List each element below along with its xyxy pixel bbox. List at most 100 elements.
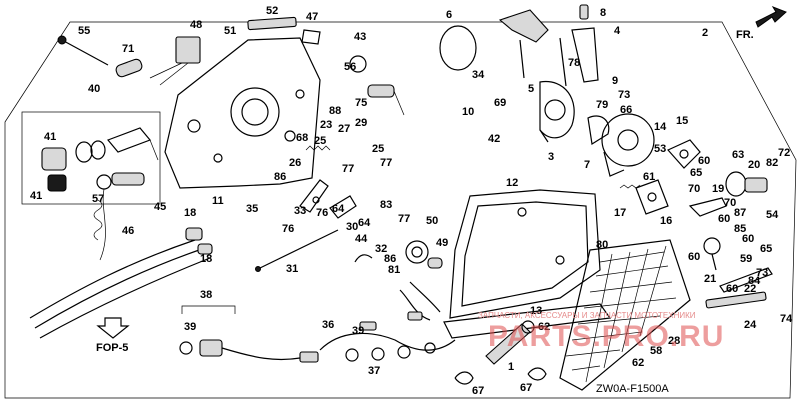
callout-72: 72 xyxy=(778,147,790,159)
watermark-tagline: ЗАПЧАСТИ, АКСЕССУАРЫ И ЗАПЧАСТИ МОТОТЕХН… xyxy=(478,311,696,320)
callout-9: 9 xyxy=(612,75,618,87)
control-cable-set xyxy=(29,227,213,339)
link-16 xyxy=(635,179,669,215)
callout-83: 83 xyxy=(380,199,392,211)
callout-52: 52 xyxy=(266,5,278,17)
control-box-housing-51 xyxy=(164,37,321,189)
callout-1: 1 xyxy=(508,361,514,373)
ring-63 xyxy=(725,171,747,197)
callout-33: 33 xyxy=(294,205,306,217)
callout-18b: 18 xyxy=(200,253,212,265)
base-13 xyxy=(443,303,612,339)
callout-77a: 77 xyxy=(380,157,392,169)
callout-38: 38 xyxy=(200,289,212,301)
callout-17: 17 xyxy=(614,207,626,219)
callout-labels: 1 2 3 4 5 6 7 8 9 10 11 12 13 14 15 16 1… xyxy=(30,5,793,397)
callout-76a: 76 xyxy=(282,223,294,235)
lever-7 xyxy=(587,115,610,145)
callout-29: 29 xyxy=(355,117,367,129)
link-rod-22 xyxy=(719,267,773,293)
reference-arrow-icon xyxy=(96,317,130,339)
callout-11: 11 xyxy=(212,195,224,207)
callout-64a: 64 xyxy=(332,203,345,215)
long-bolt-55 xyxy=(57,35,109,66)
callout-18a: 18 xyxy=(184,207,196,219)
callout-4: 4 xyxy=(614,25,621,37)
callout-42: 42 xyxy=(488,133,500,145)
callout-57: 57 xyxy=(92,193,104,205)
watermark-site: PARTS.PRO.RU xyxy=(488,320,724,353)
callout-60a: 60 xyxy=(698,155,710,167)
callout-3: 3 xyxy=(548,151,554,163)
cam-43 xyxy=(349,55,405,116)
callout-75: 75 xyxy=(355,97,367,109)
callout-79: 79 xyxy=(596,99,608,111)
callout-81: 81 xyxy=(388,264,400,276)
callout-61: 61 xyxy=(643,171,655,183)
callout-23: 23 xyxy=(320,119,332,131)
callout-39b: 39 xyxy=(352,325,364,337)
callout-73b: 73 xyxy=(756,267,768,279)
callout-26: 26 xyxy=(289,157,301,169)
callout-65b: 65 xyxy=(760,243,772,255)
lever-30 xyxy=(329,195,357,219)
stop-switch-45 xyxy=(93,172,145,261)
callout-86b: 86 xyxy=(384,253,396,265)
diagram-code: ZW0A-F1500A xyxy=(596,383,669,395)
callout-55: 55 xyxy=(78,25,90,37)
callout-27: 27 xyxy=(338,123,350,135)
front-arrow-icon xyxy=(755,6,787,28)
neutral-switch-44 xyxy=(354,254,373,263)
callout-86a: 86 xyxy=(274,171,286,183)
callout-65a: 65 xyxy=(690,167,702,179)
callout-21: 21 xyxy=(704,273,716,285)
callout-54: 54 xyxy=(766,209,779,221)
callout-14: 14 xyxy=(654,121,667,133)
callout-46: 46 xyxy=(122,225,134,237)
ignition-switch-group-box xyxy=(21,111,161,205)
lever-arm-21 xyxy=(688,197,727,271)
callout-30: 30 xyxy=(346,221,358,233)
friction-disc-14 xyxy=(601,113,655,177)
callout-41b: 41 xyxy=(30,190,42,202)
plate-52 xyxy=(247,16,297,31)
callout-41a: 41 xyxy=(44,131,56,143)
cover-panel-12 xyxy=(449,189,601,319)
callout-66: 66 xyxy=(620,104,632,116)
callout-70b: 70 xyxy=(724,197,736,209)
callout-19: 19 xyxy=(712,183,724,195)
callout-5: 5 xyxy=(528,83,534,95)
reference-label: FOP-5 xyxy=(96,342,128,354)
callout-59: 59 xyxy=(740,253,752,265)
callout-87: 87 xyxy=(734,207,746,219)
callout-69: 69 xyxy=(494,97,506,109)
callout-43: 43 xyxy=(354,31,366,43)
callout-56: 56 xyxy=(344,61,356,73)
callout-77c: 77 xyxy=(398,213,410,225)
callout-51: 51 xyxy=(224,25,236,37)
callout-60b: 60 xyxy=(718,213,730,225)
spring-17 xyxy=(619,184,641,189)
callout-62b: 62 xyxy=(632,357,644,369)
callout-48: 48 xyxy=(190,19,202,31)
callout-58: 58 xyxy=(650,345,662,357)
callout-82: 82 xyxy=(766,157,778,169)
bar-24 xyxy=(705,291,767,309)
switch-48 xyxy=(149,36,201,86)
callout-74: 74 xyxy=(780,313,793,325)
callout-6: 6 xyxy=(446,9,452,21)
callout-32: 32 xyxy=(375,243,387,255)
trim-switch-49 xyxy=(405,240,443,269)
bracket-4 xyxy=(571,27,599,83)
callout-31: 31 xyxy=(286,263,298,275)
grille-plate-28 xyxy=(559,239,691,391)
callout-77b: 77 xyxy=(342,163,354,175)
callout-76b: 76 xyxy=(316,207,328,219)
callout-67a: 67 xyxy=(472,385,484,397)
ignition-switch-41 xyxy=(41,127,159,192)
callout-67b: 67 xyxy=(520,382,532,394)
callout-70a: 70 xyxy=(688,183,700,195)
pad-20 xyxy=(744,177,768,193)
clip-47 xyxy=(301,29,321,45)
